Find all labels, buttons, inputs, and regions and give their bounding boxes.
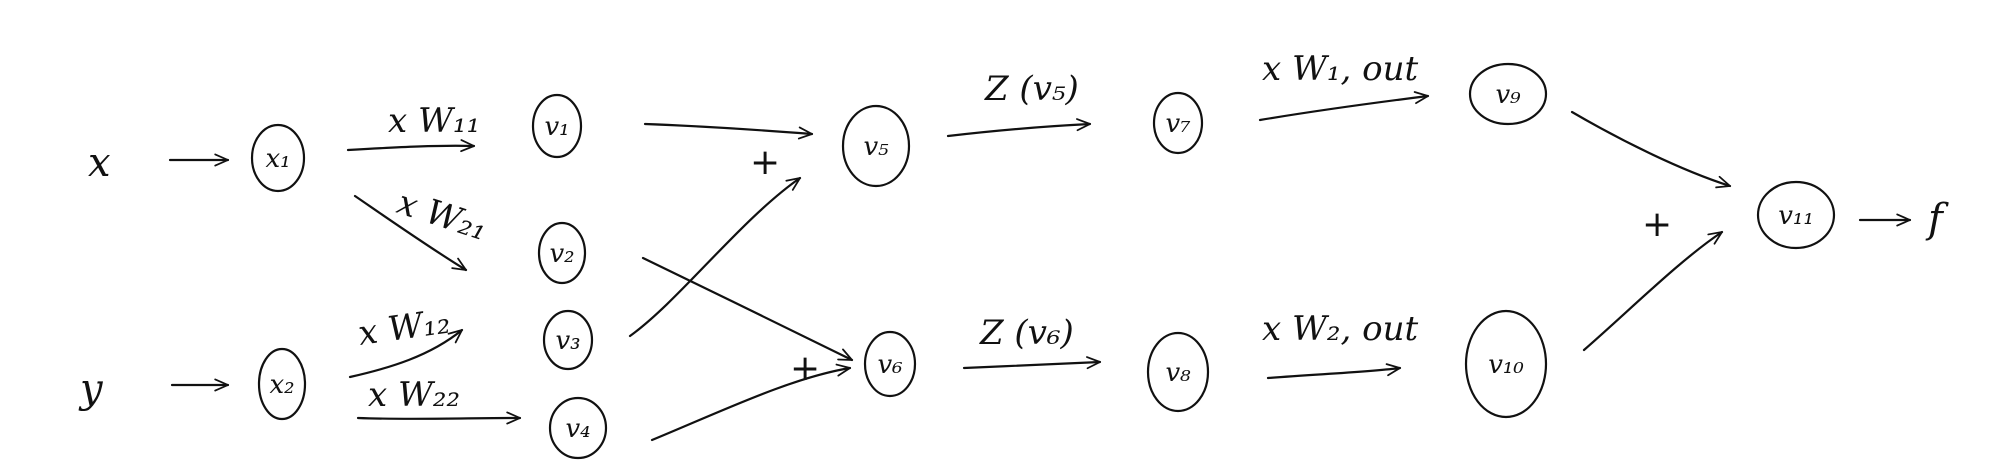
- edge-v2-v6: [641, 256, 854, 362]
- input-y: y: [78, 366, 104, 412]
- edge-v4-v6: [650, 363, 852, 442]
- output-f: f: [1925, 196, 1949, 242]
- node-v11: v₁₁: [1756, 180, 1836, 250]
- edge-v6-v8: [962, 356, 1102, 370]
- edge-x2-v4: [356, 411, 522, 425]
- node-v6: v₆: [863, 330, 917, 398]
- edge-v10-v11: [1582, 230, 1724, 352]
- node-v7: v₇: [1152, 91, 1204, 155]
- plus-v11: +: [1642, 204, 1672, 245]
- edge-v5-v7: [946, 118, 1092, 138]
- edge-label-w22: x W₂₂: [368, 375, 460, 415]
- edge-label-z-v5: Z (v₅): [984, 69, 1079, 109]
- edge-x1-v2: [353, 194, 468, 272]
- edge-x2-v3: [348, 328, 464, 379]
- edge-v8-v10: [1266, 363, 1402, 380]
- edge-x1-v1: [346, 139, 476, 153]
- node-v10: v₁₀: [1464, 309, 1548, 419]
- node-v7-label: v₇: [1165, 109, 1191, 139]
- node-v8: v₈: [1146, 331, 1210, 413]
- node-v5-label: v₅: [863, 132, 889, 162]
- node-v10-label: v₁₀: [1488, 350, 1524, 380]
- node-v3-label: v₃: [555, 326, 580, 356]
- edge-label-z-v6: Z (v₆): [979, 313, 1074, 353]
- plus-v5: +: [750, 142, 780, 183]
- node-v3: v₃: [542, 309, 594, 371]
- input-x: x: [88, 140, 111, 186]
- node-x2: x₂: [257, 347, 307, 421]
- node-v2-label: v₂: [549, 239, 574, 269]
- node-v9-label: v₉: [1495, 80, 1521, 110]
- node-x1-label: x₁: [265, 144, 290, 174]
- edge-v3-v5: [628, 176, 802, 338]
- node-v1-label: v₁: [544, 112, 569, 142]
- edge-label-w2out: x W₂, out: [1262, 309, 1419, 349]
- node-v8-label: v₈: [1165, 358, 1191, 388]
- node-v2: v₂: [537, 221, 587, 285]
- node-v4-label: v₄: [565, 414, 590, 444]
- node-v11-label: v₁₁: [1778, 201, 1814, 231]
- node-v5: v₅: [841, 104, 911, 188]
- node-v9: v₉: [1468, 62, 1548, 126]
- node-v4: v₄: [548, 396, 608, 460]
- edge-v1-v5: [643, 122, 814, 140]
- node-v1: v₁: [531, 93, 583, 159]
- node-v6-label: v₆: [877, 350, 902, 380]
- node-x1: x₁: [250, 123, 306, 193]
- edge-v7-v9: [1258, 91, 1430, 122]
- edge-label-w21: x W₂₁: [392, 183, 492, 250]
- edge-v9-v11: [1570, 110, 1732, 189]
- plus-v6: +: [790, 348, 820, 389]
- node-x2-label: x₂: [269, 370, 294, 400]
- edge-label-w1out: x W₁, out: [1262, 49, 1419, 89]
- edge-label-w11: x W₁₁: [388, 101, 480, 141]
